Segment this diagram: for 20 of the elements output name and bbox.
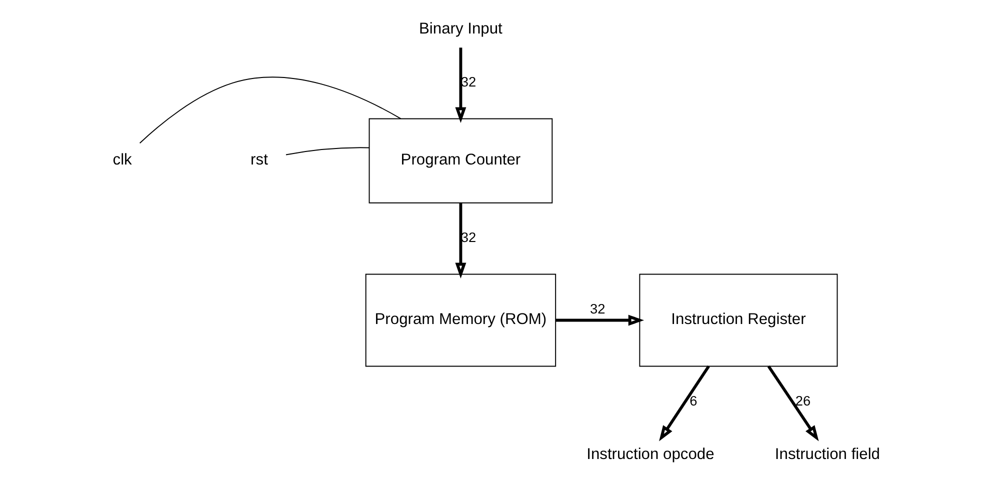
- node-text: Binary Input: [418, 20, 502, 38]
- node-text: Instruction field: [774, 446, 880, 463]
- edge-label: 6: [689, 394, 697, 409]
- edge-label: 26: [794, 394, 810, 409]
- arrow: [555, 314, 644, 326]
- connector: [285, 147, 370, 156]
- arrow: [454, 203, 466, 278]
- arrow: [658, 365, 710, 442]
- node-text: clk: [112, 152, 132, 169]
- edge-label: 32: [460, 230, 476, 246]
- connector: [138, 76, 401, 144]
- node-text: Instruction opcode: [586, 446, 714, 463]
- node-box: Instruction Register: [638, 274, 838, 367]
- arrow: [454, 48, 466, 123]
- node-text: rst: [250, 152, 268, 169]
- node-box: Program Counter: [368, 118, 552, 204]
- node-box: Program Memory (ROM): [364, 274, 556, 367]
- edge-label: 32: [590, 302, 605, 317]
- arrow: [766, 365, 818, 442]
- edge-label: 32: [460, 74, 476, 90]
